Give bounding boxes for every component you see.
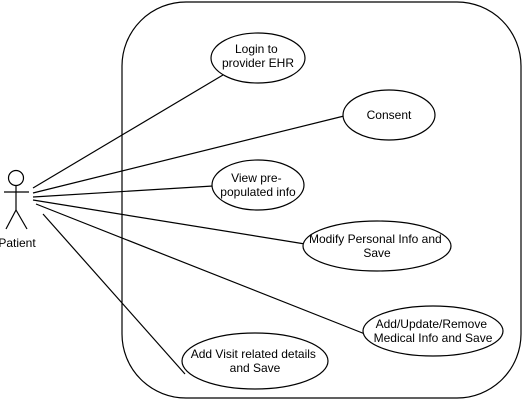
actor-head bbox=[7, 169, 25, 187]
associations bbox=[32, 71, 366, 375]
use-case-modify-personal-info-line-1: Modify Personal Info and bbox=[309, 232, 442, 246]
association-medical-info bbox=[35, 203, 366, 335]
use-case-visit-details-line-1: Add Visit related details bbox=[191, 347, 316, 361]
association-consent bbox=[32, 115, 345, 194]
use-case-modify-personal-info[interactable]: Modify Personal Info and Save bbox=[302, 220, 452, 272]
use-case-login[interactable]: Login to provider EHR bbox=[210, 32, 306, 84]
association-view-info bbox=[32, 185, 214, 198]
use-case-consent-ellipse bbox=[342, 89, 436, 141]
use-case-visit-details[interactable]: Add Visit related details and Save bbox=[181, 332, 329, 390]
association-login bbox=[32, 71, 229, 189]
association-visit-details bbox=[42, 213, 186, 375]
actor-left-leg bbox=[5, 209, 17, 230]
use-case-medical-info-ellipse bbox=[362, 305, 504, 357]
use-case-login-line-1: Login to bbox=[235, 42, 278, 56]
use-case-modify-personal-info-line-2: Save bbox=[363, 246, 391, 260]
use-case-medical-info-label: Add/Update/Remove Medical Info and Save bbox=[374, 317, 493, 345]
use-case-consent-line-1: Consent bbox=[367, 108, 412, 122]
actor-label: Patient bbox=[0, 236, 36, 250]
use-case-consent[interactable]: Consent bbox=[342, 89, 436, 141]
use-case-login-line-2: provider EHR bbox=[222, 56, 294, 70]
use-case-visit-details-ellipse bbox=[181, 332, 329, 390]
use-case-login-ellipse bbox=[210, 32, 306, 84]
use-case-visit-details-label: Add Visit related details and Save bbox=[191, 347, 320, 375]
use-case-view-info-label: View pre- populated info bbox=[220, 171, 296, 199]
use-case-login-label: Login to provider EHR bbox=[222, 42, 294, 70]
use-case-view-info-line-2: populated info bbox=[220, 185, 296, 199]
use-case-view-info-ellipse bbox=[211, 159, 305, 211]
actor-right-leg bbox=[15, 209, 28, 230]
use-case-medical-info[interactable]: Add/Update/Remove Medical Info and Save bbox=[362, 305, 504, 357]
use-case-medical-info-line-2: Medical Info and Save bbox=[374, 331, 493, 345]
use-case-medical-info-line-1: Add/Update/Remove bbox=[376, 317, 488, 331]
use-case-consent-label: Consent bbox=[367, 108, 412, 122]
use-case-view-info[interactable]: View pre- populated info bbox=[211, 159, 305, 211]
use-case-visit-details-line-2: and Save bbox=[230, 361, 281, 375]
use-case-modify-personal-info-label: Modify Personal Info and Save bbox=[309, 232, 445, 260]
actor-patient[interactable] bbox=[4, 169, 29, 230]
use-case-modify-personal-info-ellipse bbox=[302, 220, 452, 272]
use-case-view-info-line-1: View pre- bbox=[231, 171, 281, 185]
association-modify-personal-info bbox=[32, 199, 306, 245]
